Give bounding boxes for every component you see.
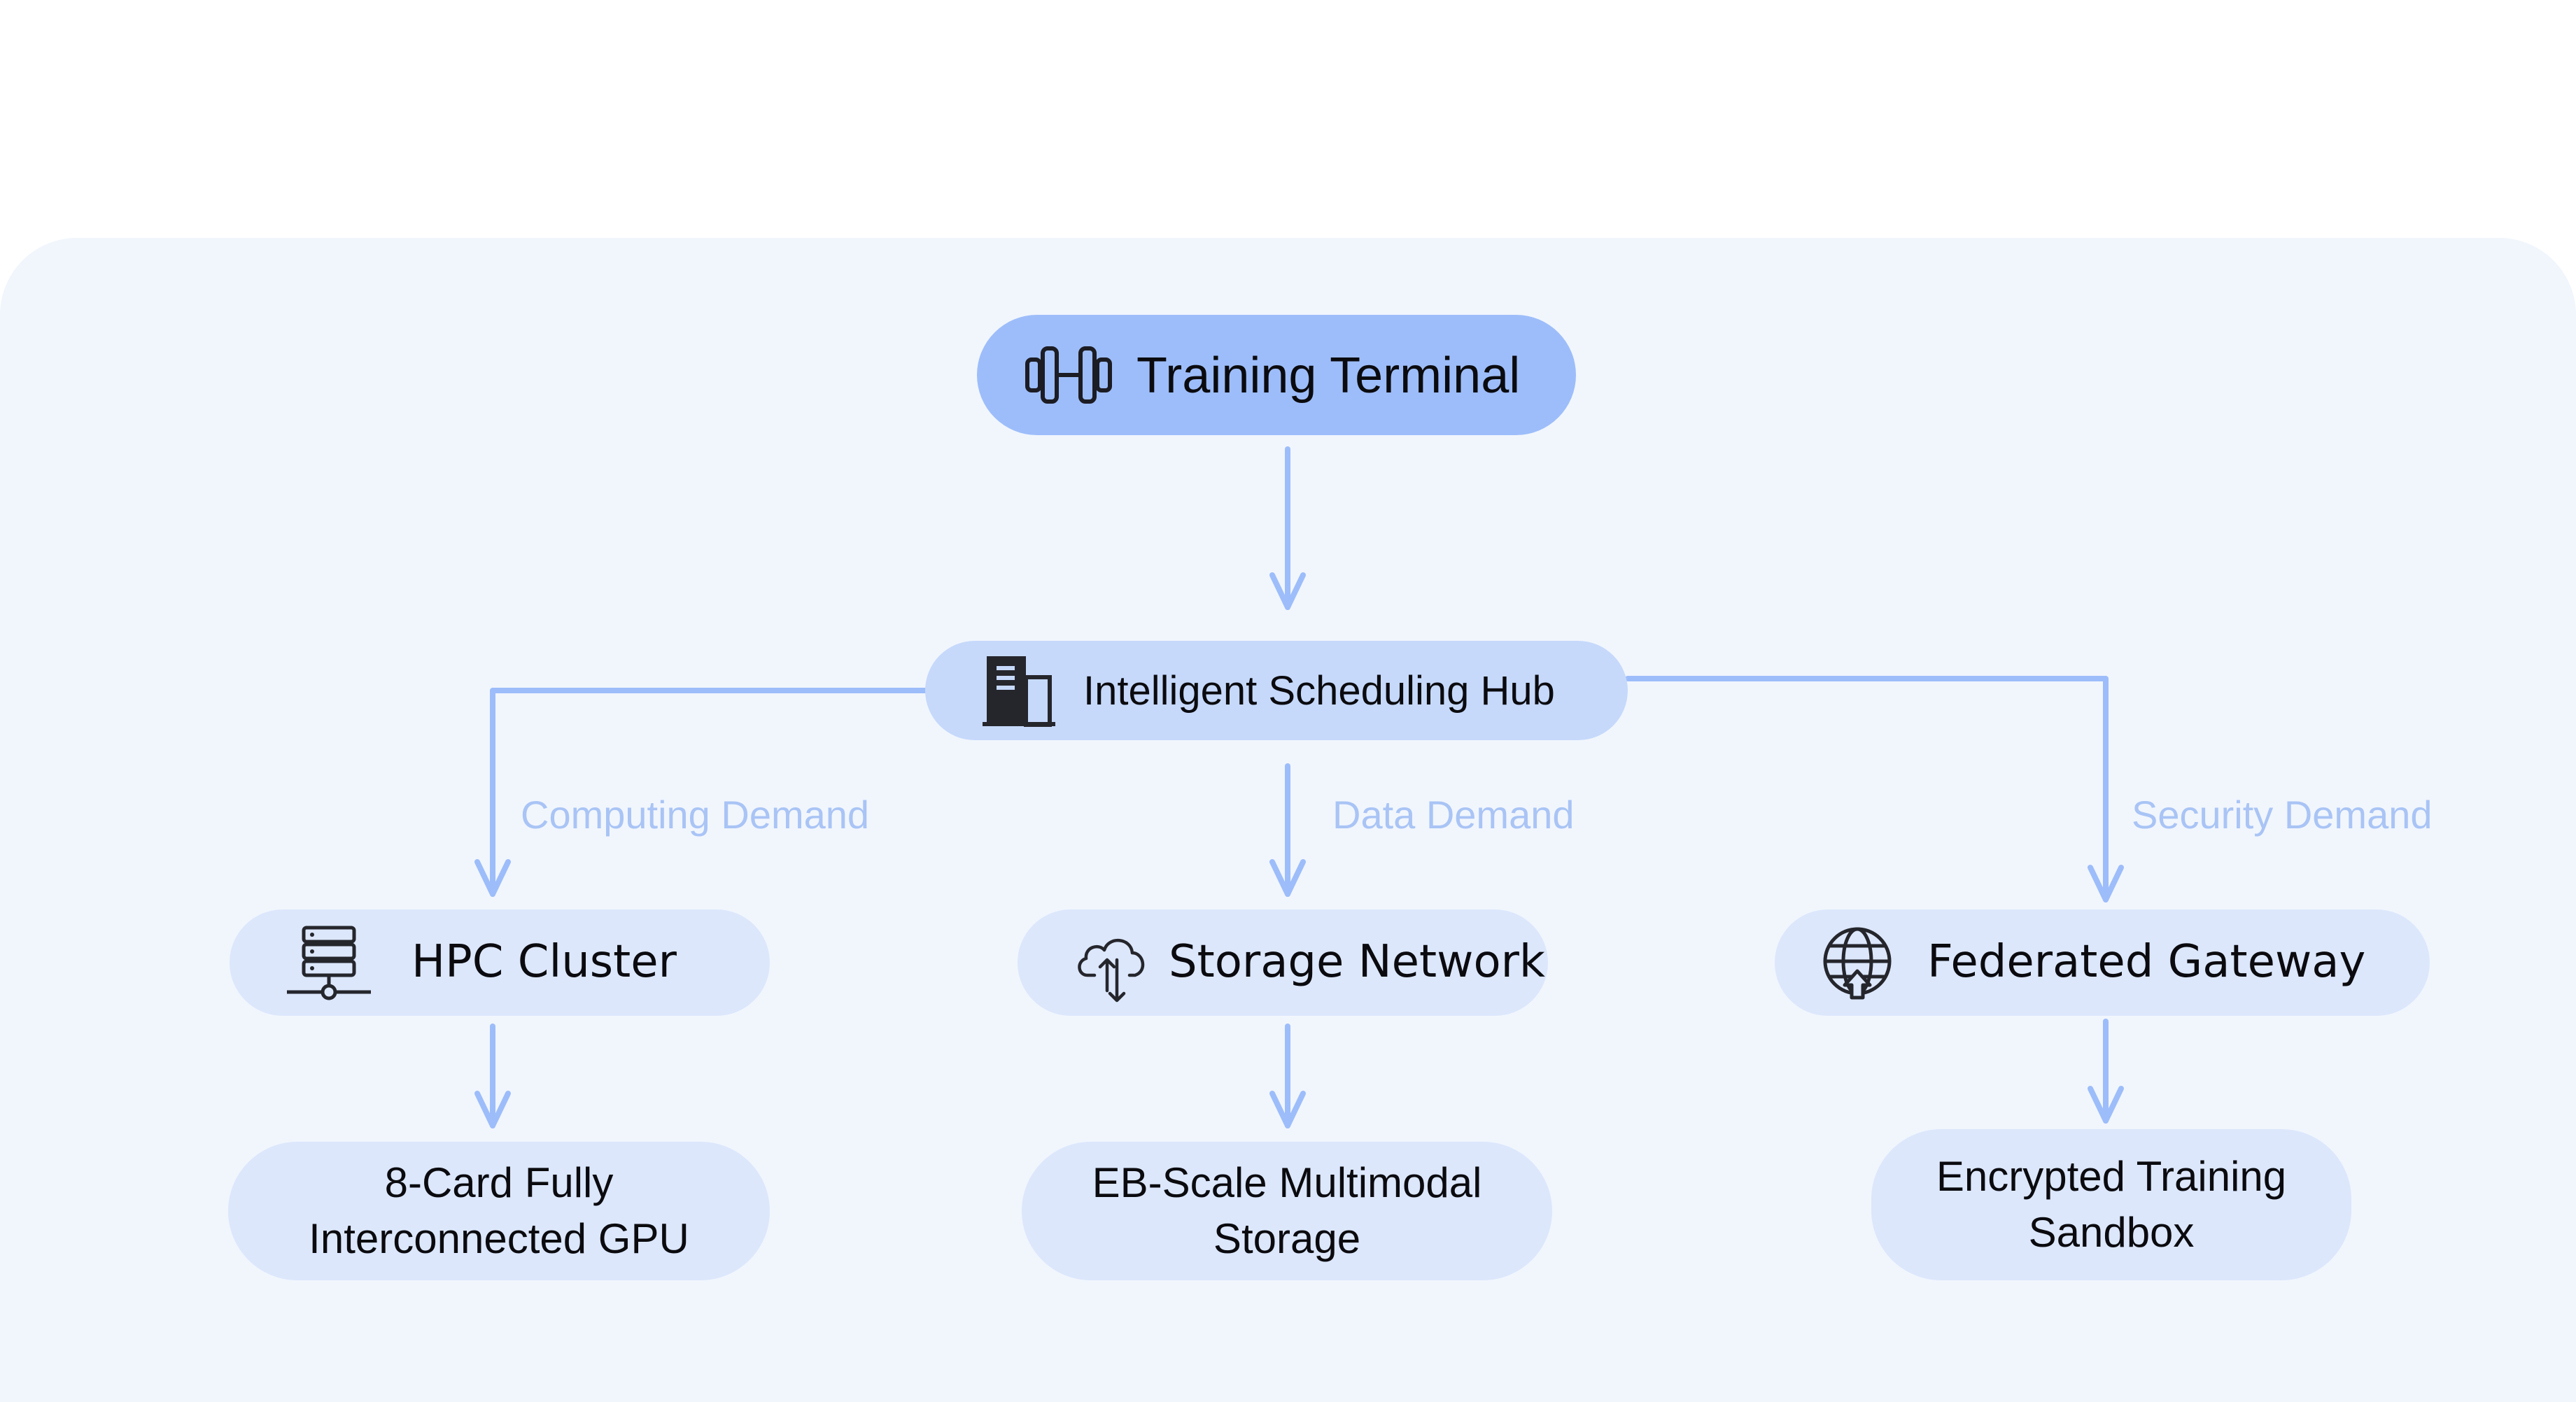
- edge-label-computing: Computing Demand: [521, 793, 870, 837]
- connector-hub-hpc: [490, 688, 928, 897]
- server-stack-icon: [287, 926, 371, 1000]
- sandbox-leaf-line1: Encrypted Training: [1936, 1153, 2287, 1200]
- hpc-cluster-node: HPC Cluster: [230, 909, 770, 1016]
- sandbox-leaf-line2: Sandbox: [2028, 1209, 2195, 1256]
- storage-network-node: Storage Network: [1018, 909, 1548, 1016]
- gpu-leaf-line2: Interconnected GPU: [309, 1215, 689, 1262]
- scheduling-hub-label: Intelligent Scheduling Hub: [1083, 668, 1555, 714]
- storage-network-label: Storage Network: [1169, 936, 1545, 988]
- eb-storage-leaf-line2: Storage: [1213, 1215, 1361, 1262]
- arrowhead-root-hub: [1269, 572, 1306, 610]
- training-terminal-node: Training Terminal: [977, 315, 1576, 435]
- eb-storage-leaf-node: EB-Scale Multimodal Storage: [1022, 1142, 1552, 1280]
- scheduling-hub-node: Intelligent Scheduling Hub: [925, 641, 1628, 740]
- federated-gateway-node: Federated Gateway: [1775, 909, 2430, 1016]
- edge-label-security: Security Demand: [2132, 793, 2433, 837]
- arrowhead-storage-eb: [1269, 1091, 1306, 1128]
- connector-hub-federated: [1625, 676, 2109, 902]
- cloud-sync-icon: [1078, 938, 1145, 1003]
- hpc-cluster-label: HPC Cluster: [411, 936, 677, 988]
- arrowhead-federated-sandbox: [2088, 1086, 2124, 1124]
- training-terminal-label: Training Terminal: [1136, 348, 1521, 404]
- sandbox-leaf-node: Encrypted Training Sandbox: [1871, 1129, 2351, 1280]
- gpu-leaf-line1: 8-Card Fully: [384, 1159, 614, 1206]
- server-tower-icon: [983, 656, 1055, 727]
- gpu-leaf-node: 8-Card Fully Interconnected GPU: [228, 1142, 770, 1280]
- arrowhead-hub-hpc: [474, 859, 511, 897]
- edge-label-data: Data Demand: [1332, 793, 1575, 837]
- dumbbell-icon: [1025, 346, 1112, 404]
- arrowhead-hub-federated: [2088, 865, 2124, 902]
- arrowhead-hpc-gpu: [474, 1091, 511, 1128]
- eb-storage-leaf-line1: EB-Scale Multimodal: [1092, 1159, 1482, 1206]
- arrowhead-hub-storage: [1269, 859, 1306, 897]
- globe-upload-icon: [1823, 927, 1892, 1000]
- federated-gateway-label: Federated Gateway: [1927, 936, 2366, 988]
